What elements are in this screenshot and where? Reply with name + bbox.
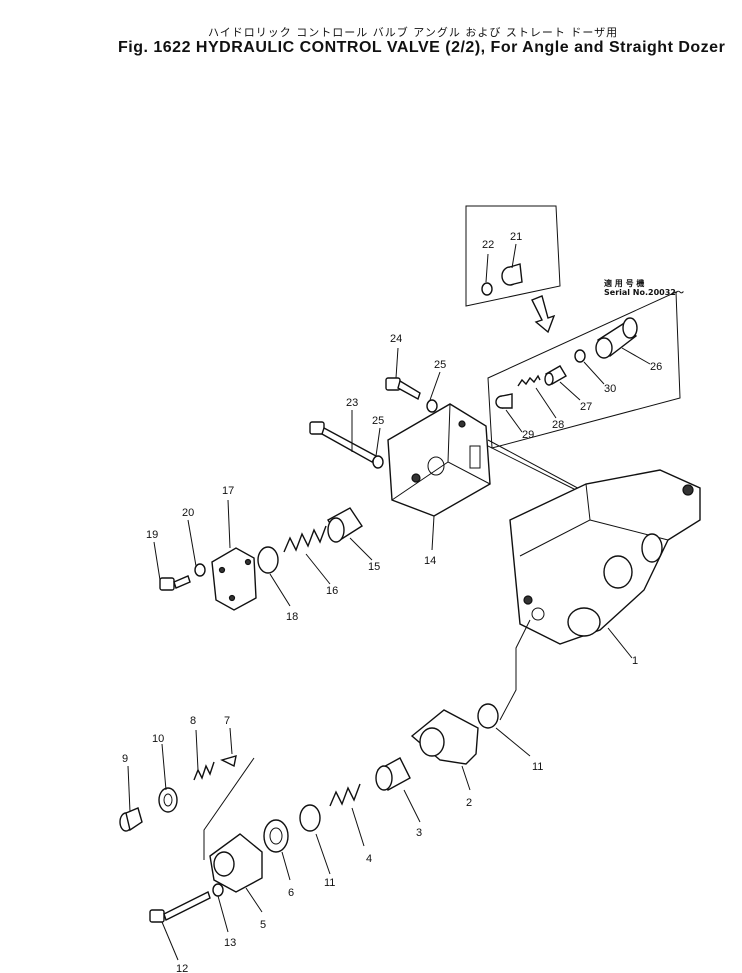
- callout-15: 15: [368, 561, 380, 573]
- callout-6: 6: [288, 887, 294, 899]
- callout-26: 26: [650, 361, 662, 373]
- callout-30: 30: [604, 383, 616, 395]
- part-18-o-ring: [257, 546, 279, 574]
- callout-9: 9: [122, 753, 128, 765]
- part-23-bolt: [309, 421, 378, 463]
- part-12-bolt: [149, 891, 211, 923]
- callout-25-lower: 25: [372, 415, 384, 427]
- callout-10: 10: [152, 733, 164, 745]
- callout-19: 19: [146, 529, 158, 541]
- part-30-o-ring: [574, 349, 586, 363]
- callout-24: 24: [390, 333, 402, 345]
- callout-20: 20: [182, 507, 194, 519]
- serial-note-japanese: 適 用 号 機: [604, 279, 645, 288]
- part-6-seat: [263, 819, 289, 853]
- callout-8: 8: [190, 715, 196, 727]
- part-10-nut: [158, 787, 178, 813]
- callout-13: 13: [224, 937, 236, 949]
- callout-1: 1: [632, 655, 638, 667]
- serial-note: 適 用 号 機 Serial No.20032～: [604, 279, 684, 297]
- part-24-bolt: [385, 377, 421, 401]
- callout-22: 22: [482, 239, 494, 251]
- part-3-spool: [375, 757, 411, 791]
- figure-header: ハイドロリック コントロール バルブ アングル および ストレート ドーザ用 F…: [0, 0, 742, 70]
- part-7-needle: [220, 755, 237, 768]
- part-25-washer-upper: [426, 399, 438, 413]
- callout-11-lower: 11: [324, 877, 335, 889]
- pointer-arrow: [531, 295, 556, 334]
- part-1-valve-body: [509, 469, 701, 645]
- part-2-flange: [410, 709, 479, 765]
- part-11-o-ring-lower: [299, 804, 321, 832]
- callout-numbers: 1 2 3 4 5 6 7 8 9 10 11 11 12 13 14 15 1…: [122, 231, 662, 973]
- callout-17: 17: [222, 485, 234, 497]
- part-8-spring: [193, 761, 215, 781]
- callout-28: 28: [552, 419, 564, 431]
- figure-title-japanese: ハイドロリック コントロール バルブ アングル および ストレート ドーザ用: [208, 26, 619, 39]
- part-17-cover-plate: [211, 547, 257, 611]
- part-25-washer-lower: [372, 455, 384, 469]
- callout-12: 12: [176, 963, 188, 973]
- part-16-spring: [283, 525, 327, 553]
- part-14-cover: [387, 403, 491, 517]
- inset-box-upper: [465, 205, 561, 307]
- callout-11-upper: 11: [532, 761, 543, 773]
- part-4-spring: [329, 783, 361, 807]
- callout-3: 3: [416, 827, 422, 839]
- callout-14: 14: [424, 555, 436, 567]
- part-19-bolt: [159, 575, 191, 591]
- callout-18: 18: [286, 611, 298, 623]
- part-26-sleeve: [595, 317, 638, 359]
- part-5-cover: [209, 833, 263, 893]
- part-20-washer: [194, 563, 206, 577]
- serial-note-english: Serial No.20032～: [604, 288, 684, 297]
- part-27-spool: [544, 365, 567, 386]
- part-13-washer: [212, 883, 224, 897]
- figure-title: Fig. 1622 HYDRAULIC CONTROL VALVE (2/2),…: [118, 39, 726, 56]
- part-15-spool: [327, 507, 363, 543]
- callout-16: 16: [326, 585, 338, 597]
- part-29-plug: [495, 393, 513, 409]
- part-9-plug: [119, 807, 143, 832]
- callout-7: 7: [224, 715, 230, 727]
- callout-23: 23: [346, 397, 358, 409]
- callout-29: 29: [522, 429, 534, 441]
- part-11-o-ring-upper: [477, 703, 499, 729]
- callout-21: 21: [510, 231, 522, 243]
- callout-27: 27: [580, 401, 592, 413]
- callout-leaders: [127, 243, 651, 961]
- callout-25-upper: 25: [434, 359, 446, 371]
- inset-box-lower: [487, 291, 681, 449]
- callout-4: 4: [366, 853, 372, 865]
- callout-5: 5: [260, 919, 266, 931]
- part-21-plug: [501, 263, 523, 286]
- part-28-spring: [517, 374, 541, 387]
- part-22-o-ring: [481, 282, 493, 296]
- callout-2: 2: [466, 797, 472, 809]
